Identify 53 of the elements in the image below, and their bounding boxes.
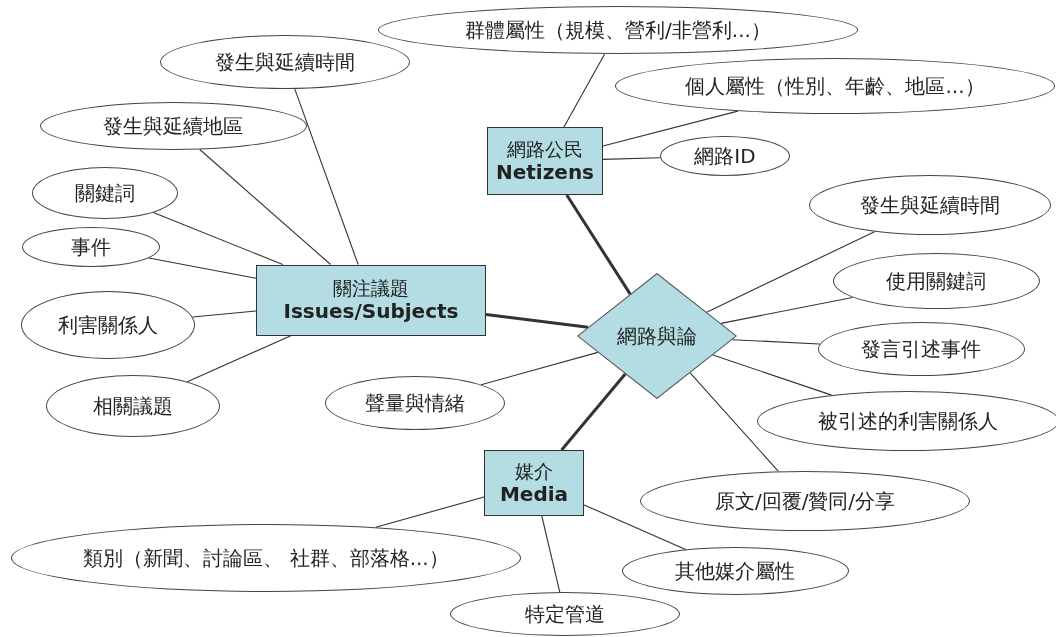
connector-line: [480, 351, 599, 386]
attribute-ellipse: [615, 58, 1055, 114]
attribute-label: 發言引述事件: [861, 337, 981, 361]
connector-line: [689, 372, 779, 472]
connector-line: [602, 110, 739, 147]
connector-line: [152, 211, 284, 266]
attribute-label: 使用關鍵詞: [886, 269, 986, 293]
connector-line: [720, 296, 853, 324]
attribute-label: 網路ID: [694, 144, 756, 168]
attribute-label: 相關議題: [93, 394, 173, 418]
node-label: Media: [499, 482, 569, 507]
attribute-label: 發生與延續地區: [103, 114, 243, 138]
connector-line: [294, 88, 359, 266]
connector-line: [560, 373, 627, 451]
attribute-label: 原文/回覆/贊同/分享: [714, 489, 896, 513]
connector-line: [583, 504, 687, 550]
attribute-label: 特定管道: [525, 602, 605, 626]
attribute-label: 利害關係人: [58, 313, 158, 337]
connector-line: [706, 231, 875, 313]
node-label: Netizens: [495, 160, 595, 185]
attribute-label: 群體屬性（規模、營利/非營利...）: [465, 18, 771, 42]
attribute-label: 聲量與情緒: [365, 391, 465, 415]
entity-box: [484, 450, 584, 516]
attribute-label: 類別（新聞、討論區、 社群、部落格...）: [83, 546, 449, 570]
connector-line: [712, 354, 833, 396]
connector-line: [192, 310, 257, 318]
entity-box: [487, 127, 603, 195]
attribute-label: 其他媒介屬性: [675, 559, 795, 583]
attribute-label: 事件: [71, 235, 111, 259]
node-label: 網路與論: [617, 324, 697, 348]
node-label: 網路公民: [507, 137, 583, 161]
attribute-label: 被引述的利害關係人: [818, 409, 998, 433]
connector-line: [541, 515, 561, 593]
attribute-label: 發生與延續時間: [860, 193, 1000, 217]
attribute-label: 關鍵詞: [75, 181, 135, 205]
connector-line: [731, 339, 820, 345]
connector-line: [602, 157, 661, 160]
attribute-label: 發生與延續時間: [215, 50, 355, 74]
connector-line: [563, 53, 606, 128]
relationship-diamond: [577, 273, 737, 399]
attribute-ellipse: [39, 102, 307, 150]
node-label: 關注議題: [333, 276, 409, 300]
node-label: 媒介: [515, 459, 553, 483]
connector-line: [375, 496, 485, 528]
attribute-label: 個人屬性（性別、年齡、地區...）: [685, 74, 985, 98]
connector-line: [148, 257, 257, 279]
connector-line: [199, 148, 332, 266]
attribute-ellipse: [757, 391, 1056, 451]
connector-line: [565, 194, 632, 295]
entity-box: [256, 264, 486, 336]
connector-line: [186, 334, 292, 383]
node-label: Issues/Subjects: [283, 299, 459, 324]
connector-line: [485, 313, 589, 329]
